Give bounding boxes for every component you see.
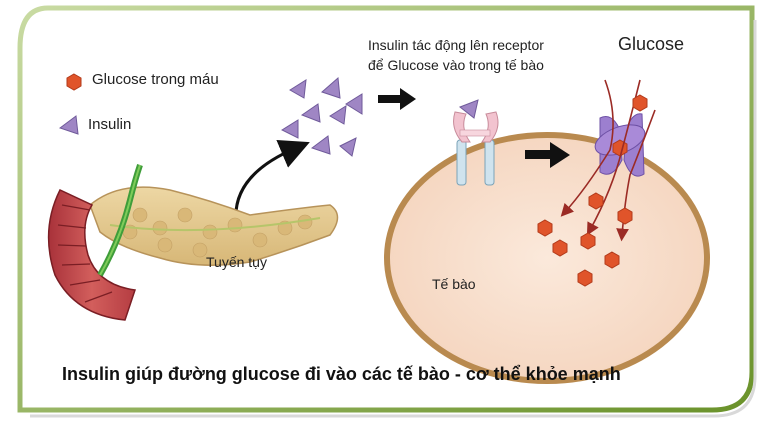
glucose-molecules	[537, 94, 648, 287]
arrow-right-icon	[378, 88, 416, 110]
glucose-hexagon-icon	[66, 73, 82, 91]
receptor-icon	[453, 99, 499, 186]
cell-body	[384, 132, 710, 384]
glucose-title: Glucose	[618, 34, 685, 54]
diagram-caption: Insulin giúp đường glucose đi vào các tế…	[62, 364, 621, 384]
pancreas-label: Tuyến tụy	[206, 254, 267, 270]
arrow-right-icon-2	[525, 142, 570, 168]
receptor-caption-line2: để Glucose vào trong tế bào	[368, 57, 544, 73]
receptor-caption-line1: Insulin tác động lên receptor	[368, 37, 544, 53]
insulin-triangle-icon	[58, 115, 79, 135]
legend-insulin-label: Insulin	[88, 116, 132, 133]
frame-shadow	[30, 20, 757, 418]
legend-glucose-label: Glucose trong máu	[92, 71, 219, 88]
cell-label: Tế bào	[432, 276, 476, 292]
pancreas-illustration	[47, 164, 339, 321]
insulin-cluster	[280, 76, 363, 157]
